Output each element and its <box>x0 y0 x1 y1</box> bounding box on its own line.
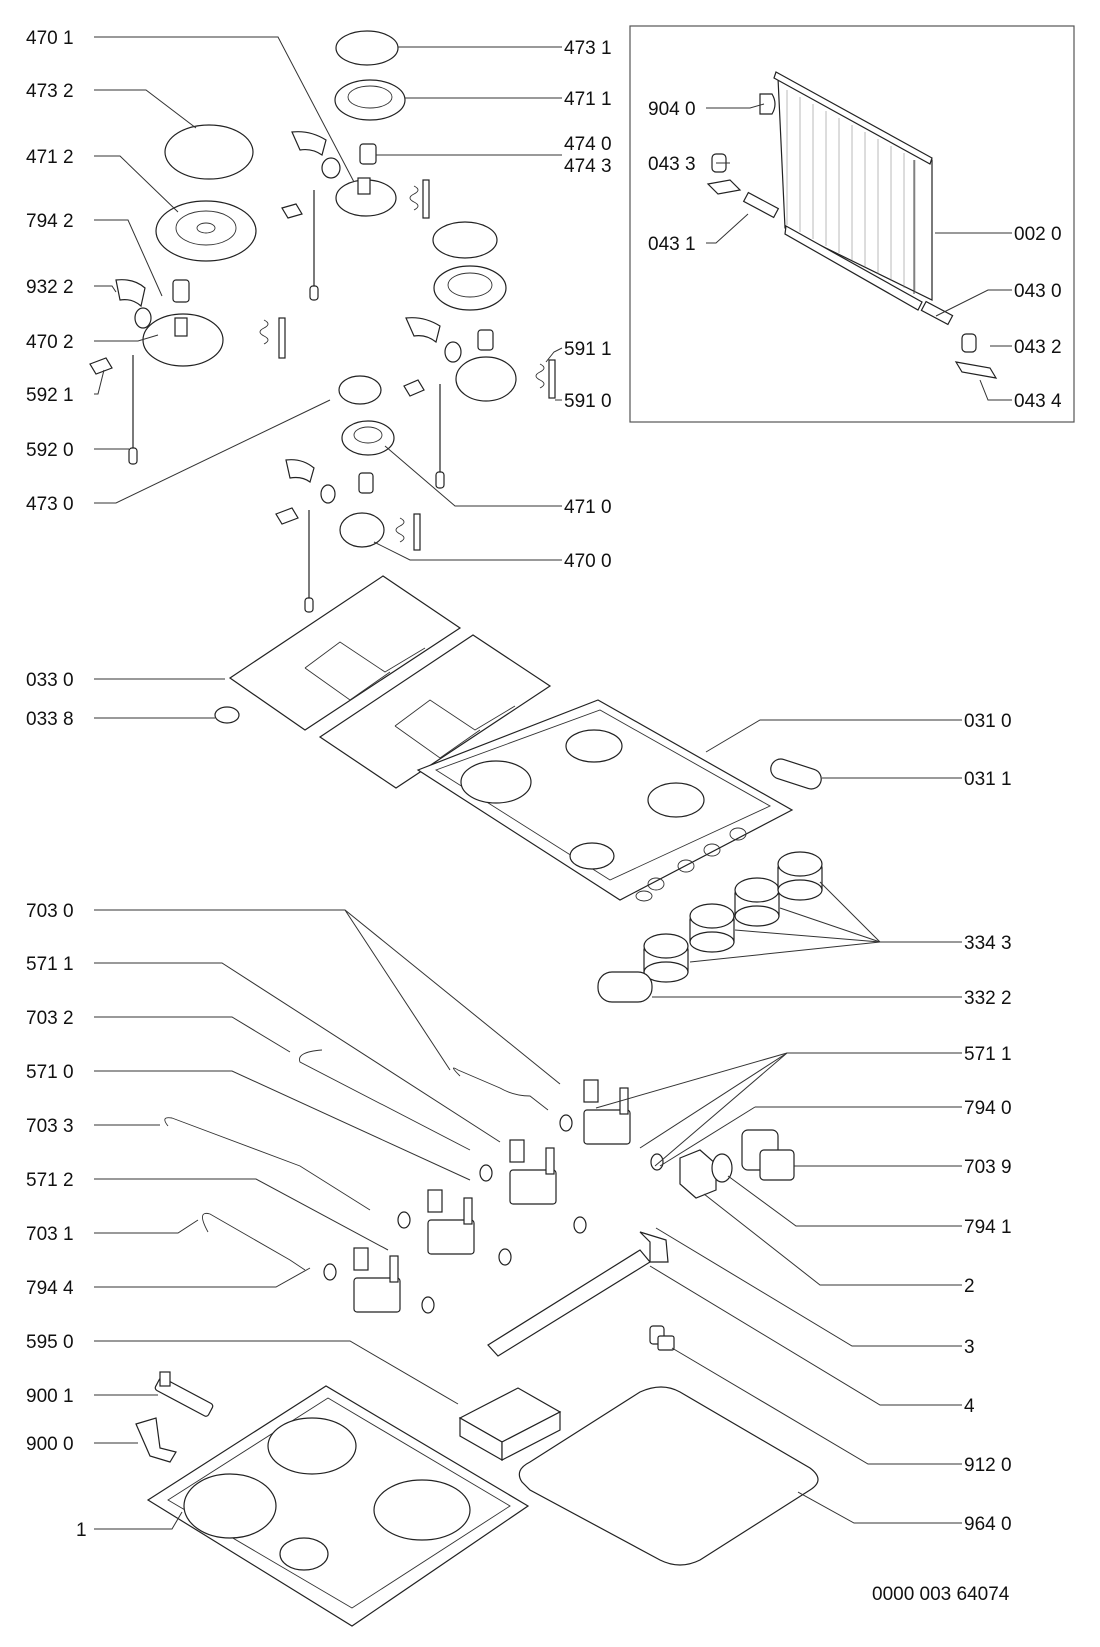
label-571-2: 571 2 <box>26 1170 74 1191</box>
label-474-0: 474 0 <box>564 134 612 155</box>
label-595-0: 595 0 <box>26 1332 74 1353</box>
label-043-2: 043 2 <box>1014 337 1062 358</box>
label-1: 1 <box>76 1520 87 1541</box>
label-2: 2 <box>964 1276 975 1297</box>
inset-panel <box>629 25 1075 423</box>
rubber-foot-part <box>214 706 240 724</box>
label-900-1: 900 1 <box>26 1386 74 1407</box>
ignition-module-part <box>458 1387 562 1462</box>
burner-medium-right <box>403 221 556 489</box>
label-471-2: 471 2 <box>26 147 74 168</box>
label-474-3: 474 3 <box>564 156 612 177</box>
bottom-tray-part <box>135 1371 530 1627</box>
label-033-0: 033 0 <box>26 670 74 691</box>
burner-small-front <box>275 375 421 613</box>
label-4: 4 <box>964 1396 975 1417</box>
label-031-0: 031 0 <box>964 711 1012 732</box>
label-334-3: 334 3 <box>964 933 1012 954</box>
label-471-0: 471 0 <box>564 497 612 518</box>
burner-large-left <box>89 124 286 465</box>
inset-frame <box>629 25 1075 423</box>
manifold-assembly <box>487 1129 795 1357</box>
leader-lines <box>94 36 1012 1530</box>
lid-buffer-part <box>759 93 776 115</box>
label-703-2: 703 2 <box>26 1008 74 1029</box>
label-332-2: 332 2 <box>964 988 1012 1009</box>
part-labels: 470 1 473 2 471 2 794 2 932 2 470 2 592 … <box>26 28 1062 1605</box>
drawing-number: 0000 003 64074 <box>872 1584 1010 1605</box>
hinge-left-part <box>706 153 780 219</box>
screw-part <box>649 1325 675 1351</box>
label-900-0: 900 0 <box>26 1434 74 1455</box>
seal-gasket-part <box>518 1386 819 1566</box>
label-470-0: 470 0 <box>564 551 612 572</box>
label-571-1-right: 571 1 <box>964 1044 1012 1065</box>
switch-bar-part <box>487 1231 669 1357</box>
label-794-2: 794 2 <box>26 211 74 232</box>
label-703-1: 703 1 <box>26 1224 74 1245</box>
fixing-clamp-part <box>135 1417 177 1463</box>
label-964-0: 964 0 <box>964 1514 1012 1535</box>
label-043-1: 043 1 <box>648 234 696 255</box>
label-794-1: 794 1 <box>964 1217 1012 1238</box>
label-3: 3 <box>964 1337 975 1358</box>
label-473-2: 473 2 <box>26 81 74 102</box>
gas-taps <box>323 1079 664 1314</box>
label-571-0: 571 0 <box>26 1062 74 1083</box>
label-794-4: 794 4 <box>26 1278 74 1299</box>
label-033-8: 033 8 <box>26 709 74 730</box>
burner-cap-part <box>335 30 399 66</box>
label-473-1: 473 1 <box>564 38 612 59</box>
label-571-1: 571 1 <box>26 954 74 975</box>
label-932-2: 932 2 <box>26 277 74 298</box>
label-703-3: 703 3 <box>26 1116 74 1137</box>
label-592-0: 592 0 <box>26 440 74 461</box>
label-904-0: 904 0 <box>648 99 696 120</box>
label-592-1: 592 1 <box>26 385 74 406</box>
label-794-0: 794 0 <box>964 1098 1012 1119</box>
hob-top-part <box>416 699 822 902</box>
label-470-1: 470 1 <box>26 28 74 49</box>
fixing-bracket-part <box>154 1371 214 1417</box>
push-button-part <box>597 971 653 1003</box>
label-471-1: 471 1 <box>564 89 612 110</box>
label-591-0: 591 0 <box>564 391 612 412</box>
label-470-2: 470 2 <box>26 332 74 353</box>
label-473-0: 473 0 <box>26 494 74 515</box>
label-043-3: 043 3 <box>648 154 696 175</box>
label-912-0: 912 0 <box>964 1455 1012 1476</box>
label-031-1: 031 1 <box>964 769 1012 790</box>
label-043-0: 043 0 <box>1014 281 1062 302</box>
label-703-9: 703 9 <box>964 1157 1012 1178</box>
label-043-4: 043 4 <box>1014 391 1062 412</box>
pan-supports <box>214 575 552 789</box>
label-591-1: 591 1 <box>564 339 612 360</box>
label-703-0: 703 0 <box>26 901 74 922</box>
cover-cap-part <box>770 758 822 790</box>
glass-lid-part <box>773 71 933 311</box>
hinge-right-part <box>920 300 998 379</box>
label-002-0: 002 0 <box>1014 224 1062 245</box>
gas-pipes <box>164 1049 549 1271</box>
control-knobs <box>597 851 823 1003</box>
burner-medium-rear <box>281 30 430 301</box>
